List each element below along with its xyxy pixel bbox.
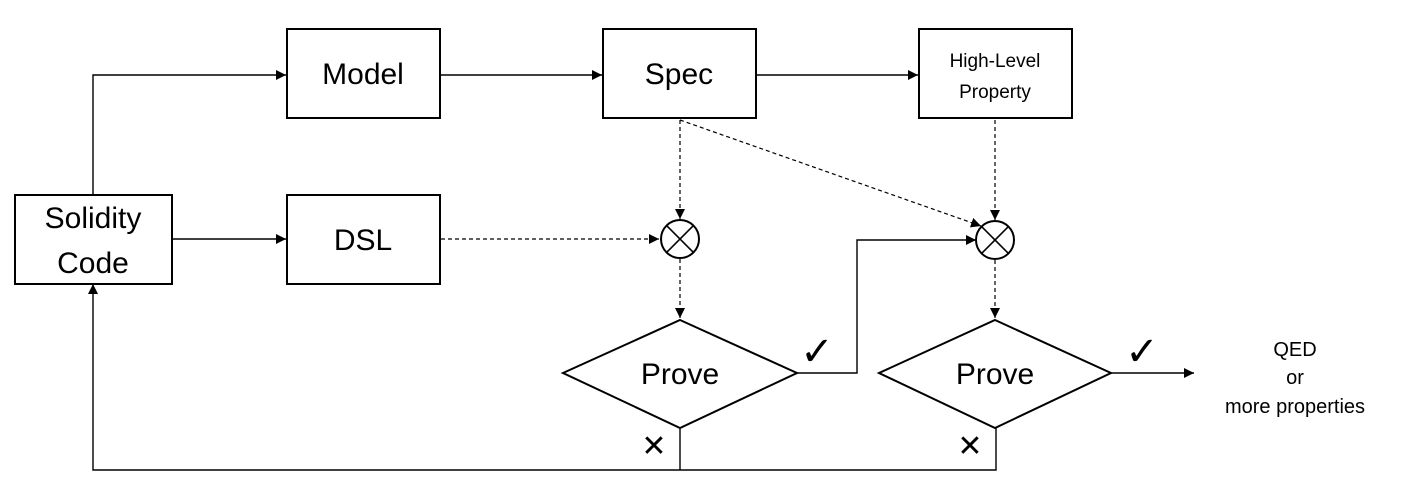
node-model: Model (286, 28, 441, 119)
output-line1: QED (1273, 339, 1316, 361)
high-level-label-line2: Property (959, 82, 1031, 103)
high-level-label-line1: High-Level (950, 51, 1041, 72)
prove-2-label: Prove (956, 358, 1034, 391)
check-icon: ✓ (1125, 330, 1159, 374)
cross-icon: ✕ (957, 430, 982, 463)
solidity-code-label-line2: Code (57, 247, 129, 280)
spec-label: Spec (645, 58, 713, 91)
prove-1-label: Prove (641, 358, 719, 391)
edge-fail-feedback (93, 284, 997, 471)
node-high-level-property: High-Level Property (918, 28, 1073, 119)
node-dsl: DSL (286, 194, 441, 285)
edge-solidity-to-model (92, 70, 286, 195)
dashed-edges (441, 119, 1000, 318)
combine-node-1 (660, 219, 700, 259)
solidity-code-label-line1: Solidity (45, 202, 142, 235)
node-prove-1: Prove (560, 318, 800, 430)
output-label: QED or more properties (1225, 339, 1365, 418)
edge-spec-to-combine2 (679, 119, 982, 228)
dsl-label: DSL (334, 224, 392, 257)
model-label: Model (322, 58, 404, 91)
combine-node-2 (975, 220, 1015, 260)
cross-icon: ✕ (641, 430, 666, 463)
output-line2: or (1286, 367, 1304, 389)
node-spec: Spec (602, 28, 757, 119)
node-solidity-code: Solidity Code (14, 194, 173, 285)
output-line3: more properties (1225, 396, 1365, 418)
edge-prove1-pass-to-combine2 (797, 235, 976, 374)
node-prove-2: Prove (876, 318, 1114, 430)
check-icon: ✓ (800, 330, 834, 374)
solid-edges (92, 70, 1194, 471)
